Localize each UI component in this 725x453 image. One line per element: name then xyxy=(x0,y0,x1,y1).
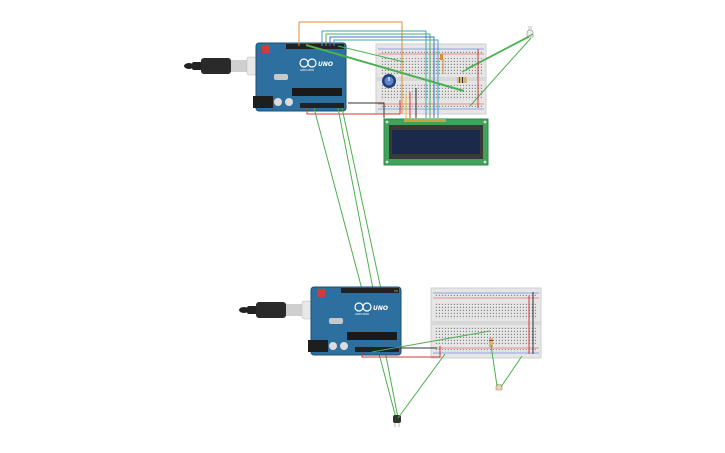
power-jack xyxy=(308,340,328,352)
wires-top xyxy=(298,21,534,118)
usb-cable-top[interactable] xyxy=(184,56,268,76)
tilt-sensor[interactable] xyxy=(393,415,401,427)
potentiometer[interactable] xyxy=(382,74,396,88)
board-brand-top: ARDUINO xyxy=(300,68,315,72)
led-marker-top[interactable] xyxy=(440,54,443,60)
wires-bottom xyxy=(361,290,534,419)
analog-header[interactable] xyxy=(355,347,399,352)
breadboard-bottom[interactable] xyxy=(430,287,542,359)
board-brand-bottom: ARDUINO xyxy=(355,312,370,316)
arduino-uno-bottom[interactable]: UNO ARDUINO xyxy=(308,286,402,356)
atmega-chip xyxy=(347,332,397,340)
board-logo-bottom: UNO xyxy=(373,305,388,312)
led-bottom[interactable] xyxy=(495,383,503,391)
atmega-chip xyxy=(292,88,342,96)
arduino-uno-top[interactable]: UNO ARDUINO xyxy=(253,42,347,112)
reset-button[interactable] xyxy=(262,45,270,53)
power-jack xyxy=(253,96,273,108)
digital-header[interactable] xyxy=(341,288,399,293)
resistor-top[interactable] xyxy=(457,77,467,83)
board-logo-top: UNO xyxy=(318,61,333,68)
lcd-screen xyxy=(392,130,480,154)
resistor-bottom[interactable] xyxy=(489,338,493,347)
reset-button[interactable] xyxy=(317,289,325,297)
analog-header[interactable] xyxy=(300,103,344,108)
lcd-16x2[interactable] xyxy=(383,118,489,166)
digital-header[interactable] xyxy=(286,44,344,49)
usb-cable-bottom[interactable] xyxy=(239,300,323,320)
